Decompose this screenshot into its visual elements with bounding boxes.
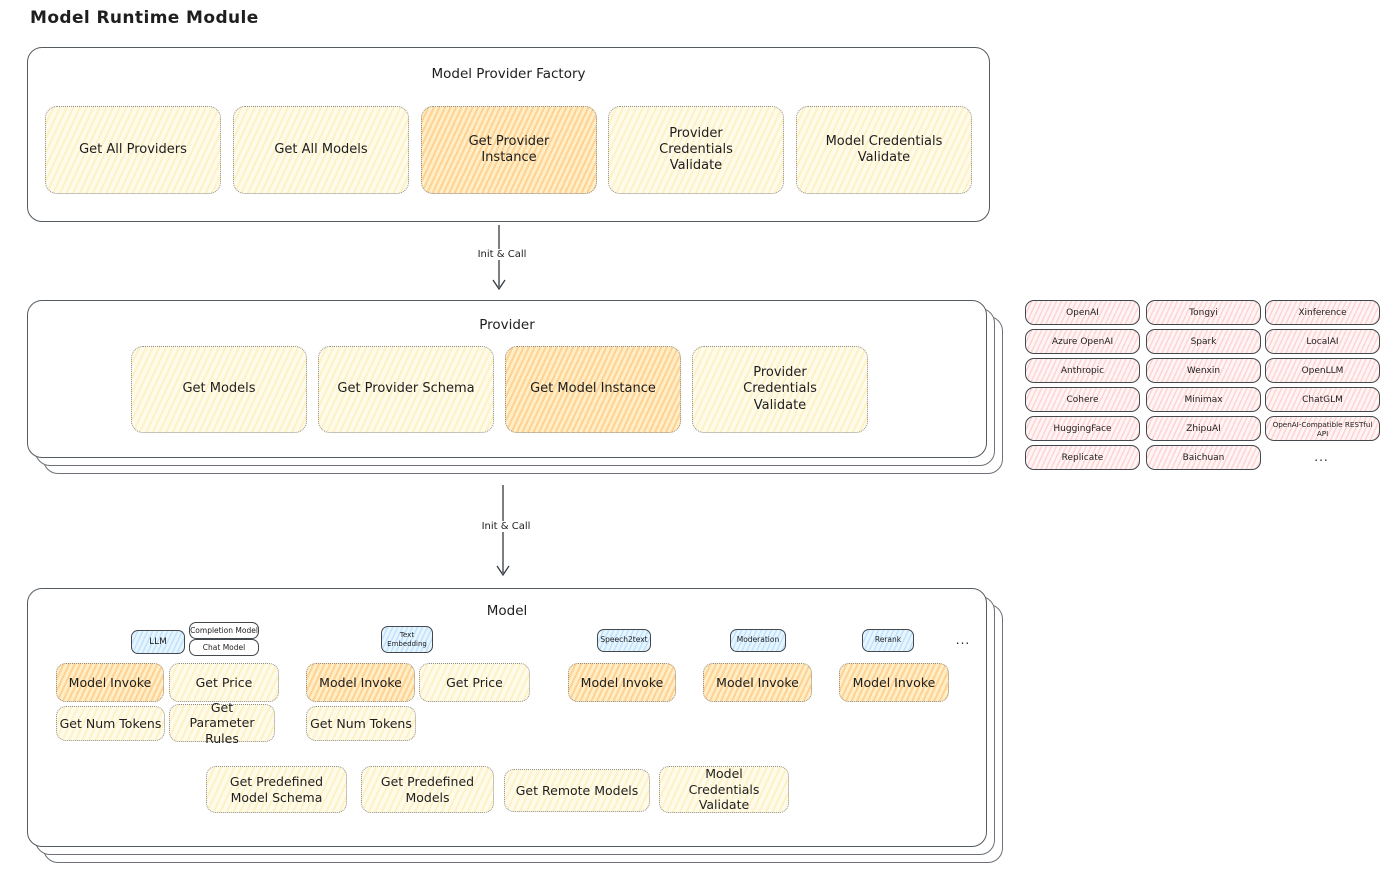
factory-box-get-all-providers: Get All Providers xyxy=(45,106,221,194)
tag-chat-model: Chat Model xyxy=(189,639,259,656)
tag-moderation: Moderation xyxy=(730,629,786,652)
provider-chip-cohere: Cohere xyxy=(1025,387,1140,412)
arrow-down-icon xyxy=(492,225,506,291)
model-title: Model xyxy=(486,603,528,619)
op-model-credentials-validate: Model Credentials Validate xyxy=(659,766,789,813)
op-moderation-model-invoke: Model Invoke xyxy=(703,663,812,702)
provider-chip-minimax: Minimax xyxy=(1146,387,1261,412)
provider-title: Provider xyxy=(479,317,535,333)
provider-chip-wenxin: Wenxin xyxy=(1146,358,1261,383)
op-llm-model-invoke: Model Invoke xyxy=(56,663,164,702)
provider-chip-zhipuai: ZhipuAI xyxy=(1146,416,1261,441)
provider-chip-azure-openai: Azure OpenAI xyxy=(1025,329,1140,354)
arrow-factory-to-provider xyxy=(489,224,509,296)
provider-chip-openai-compatible: OpenAI-Compatible RESTful API xyxy=(1265,416,1380,441)
provider-chip-anthropic: Anthropic xyxy=(1025,358,1140,383)
arrow-down-icon xyxy=(496,485,510,577)
provider-chip-baichuan: Baichuan xyxy=(1146,445,1261,470)
op-llm-get-num-tokens: Get Num Tokens xyxy=(56,706,165,741)
provider-chip-chatglm: ChatGLM xyxy=(1265,387,1380,412)
factory-box-get-all-models: Get All Models xyxy=(233,106,409,194)
factory-box-get-provider-instance: Get Provider Instance xyxy=(421,106,597,194)
op-rerank-model-invoke: Model Invoke xyxy=(839,663,949,702)
providers-more-ellipsis: ... xyxy=(1314,449,1329,464)
factory-title: Model Provider Factory xyxy=(431,66,586,82)
tag-speech2text: Speech2text xyxy=(597,629,651,652)
provider-chip-huggingface: HuggingFace xyxy=(1025,416,1140,441)
tag-rerank: Rerank xyxy=(862,629,914,652)
tag-completion-model: Completion Model xyxy=(189,622,259,639)
provider-box-get-model-instance: Get Model Instance xyxy=(505,346,681,433)
provider-chip-localai: LocalAI xyxy=(1265,329,1380,354)
factory-box-model-credentials-validate: Model Credentials Validate xyxy=(796,106,972,194)
op-embedding-get-price: Get Price xyxy=(419,663,530,702)
factory-box-provider-credentials-validate: Provider Credentials Validate xyxy=(608,106,784,194)
arrow1-label: Init & Call xyxy=(454,249,550,260)
provider-chip-spark: Spark xyxy=(1146,329,1261,354)
provider-chip-replicate: Replicate xyxy=(1025,445,1140,470)
provider-card: Provider Get Models Get Provider Schema … xyxy=(27,300,987,458)
op-embedding-get-num-tokens: Get Num Tokens xyxy=(306,706,416,741)
op-llm-get-price: Get Price xyxy=(169,663,279,702)
provider-chip-tongyi: Tongyi xyxy=(1146,300,1261,325)
tag-text-embedding: Text Embedding xyxy=(381,626,433,653)
factory-card: Model Provider Factory Get All Providers… xyxy=(27,47,990,222)
op-embedding-model-invoke: Model Invoke xyxy=(306,663,415,702)
op-speech2text-model-invoke: Model Invoke xyxy=(568,663,676,702)
provider-chip-openllm: OpenLLM xyxy=(1265,358,1380,383)
page-title: Model Runtime Module xyxy=(30,8,259,28)
provider-box-get-models: Get Models xyxy=(131,346,307,433)
op-get-remote-models: Get Remote Models xyxy=(504,769,650,812)
arrow2-label: Init & Call xyxy=(458,521,554,532)
op-get-predefined-model-schema: Get Predefined Model Schema xyxy=(206,766,347,813)
op-get-predefined-models: Get Predefined Models xyxy=(361,766,494,813)
arrow-provider-to-model xyxy=(493,484,513,582)
provider-chip-xinference: Xinference xyxy=(1265,300,1380,325)
op-llm-get-parameter-rules: Get Parameter Rules xyxy=(169,700,275,746)
tags-more-ellipsis: ... xyxy=(955,632,971,647)
tag-llm: LLM xyxy=(131,630,185,654)
provider-box-provider-credentials-validate: Provider Credentials Validate xyxy=(692,346,868,433)
provider-box-get-provider-schema: Get Provider Schema xyxy=(318,346,494,433)
model-card: Model LLM Completion Model Chat Model Te… xyxy=(27,588,987,847)
provider-chip-openai: OpenAI xyxy=(1025,300,1140,325)
